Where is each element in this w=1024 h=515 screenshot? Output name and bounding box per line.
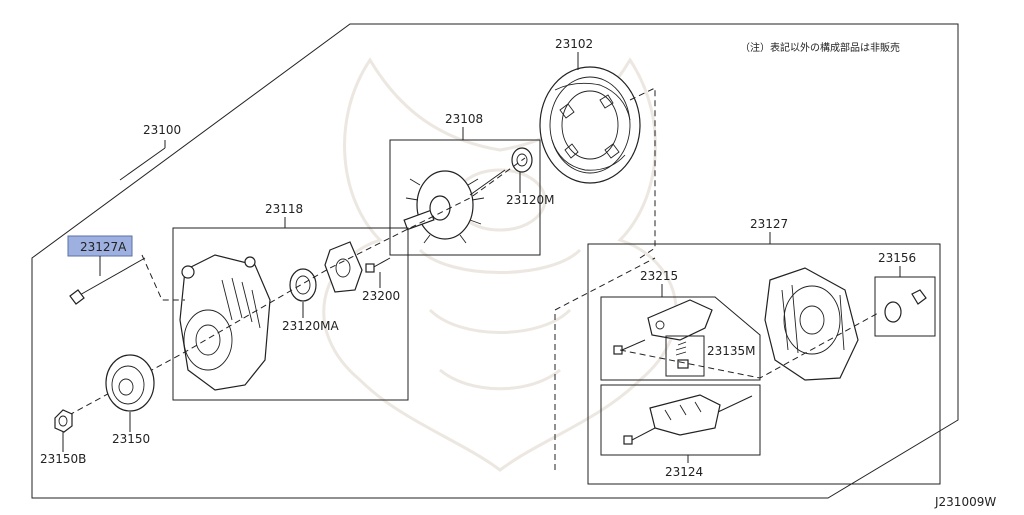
brush-holder-part[interactable] [647,299,713,341]
rectifier-part[interactable] [649,394,753,436]
box-23127 [587,243,941,485]
label-23120MA[interactable]: 23120MA [282,319,340,333]
label-23135M[interactable]: 23135M [707,344,756,358]
screw-23200[interactable] [365,257,391,273]
rear-dash-axis [619,311,881,379]
label-23150B[interactable]: 23150B [40,452,86,466]
label-23118[interactable]: 23118 [265,202,303,216]
box-23215 [600,296,761,381]
dash-stator-to-rear [629,87,656,259]
box-23118 [172,227,409,401]
leader-23100-b [119,147,166,181]
box-23135M [665,335,705,377]
diagram-code: J231009W [934,495,996,509]
label-23108[interactable]: 23108 [445,112,483,126]
screw-23124[interactable] [623,427,656,445]
label-23127A[interactable]: 23127A [80,240,127,254]
label-23215[interactable]: 23215 [640,269,678,283]
rear-cover-part[interactable] [764,267,859,381]
screw-23215[interactable] [613,339,646,355]
through-bolt-part[interactable] [69,257,146,305]
rear-dash-left [554,257,656,470]
box-23124 [600,384,761,456]
note-text: （注）表記以外の構成部品は非販売 [740,41,900,54]
retainer-plate-part[interactable] [324,241,363,293]
label-23156[interactable]: 23156 [878,251,916,265]
front-bracket-part[interactable] [179,254,271,391]
label-23127[interactable]: 23127 [750,217,788,231]
brush-spring-23135M[interactable] [675,341,689,369]
assembly-outline [31,23,959,499]
pulley-nut-part[interactable] [54,409,73,433]
label-23100[interactable]: 23100 [143,123,181,137]
stator-housing-part[interactable] [539,66,641,184]
bolt-dash [141,254,185,301]
label-23102[interactable]: 23102 [555,37,593,51]
box-23156 [874,276,936,337]
label-23200[interactable]: 23200 [362,289,400,303]
bushing-23156[interactable] [884,289,927,323]
label-23124[interactable]: 23124 [665,465,703,479]
axis-dash [59,157,526,421]
label-23120M[interactable]: 23120M [506,193,555,207]
box-23108 [389,139,541,256]
label-23150[interactable]: 23150 [112,432,150,446]
pulley-part[interactable] [105,354,155,412]
rotor-part[interactable] [403,169,506,244]
bearing-23120MA[interactable] [289,268,317,302]
